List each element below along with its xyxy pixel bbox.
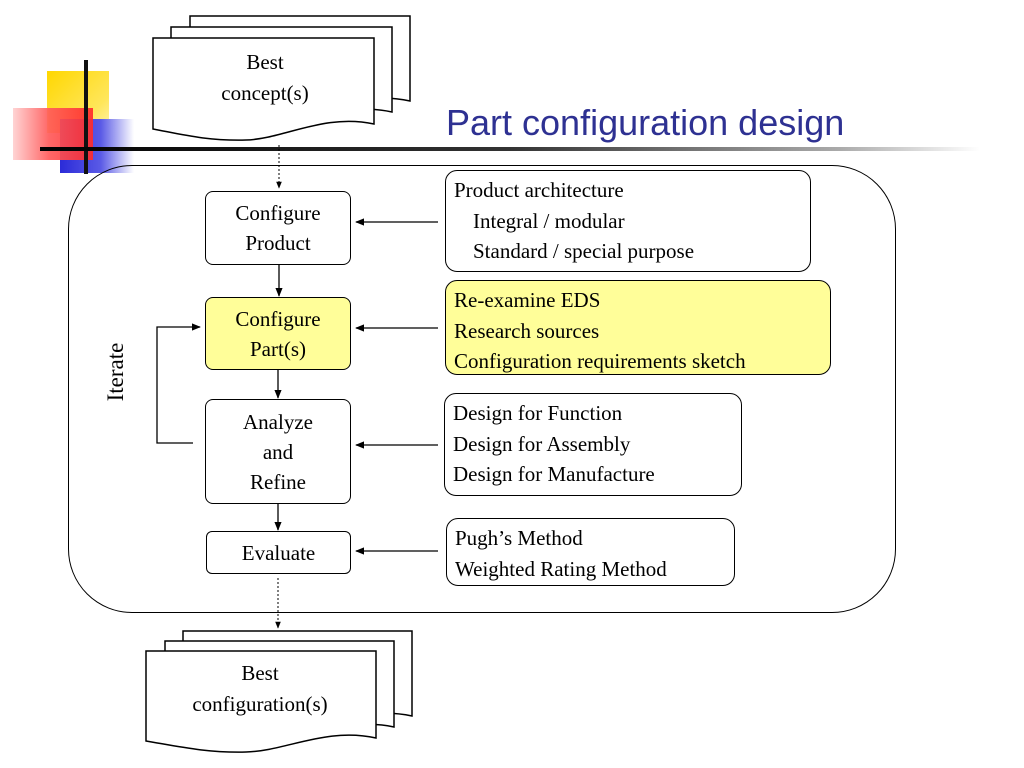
step-evaluate-line-1: Evaluate <box>241 540 316 565</box>
step-analyze-refine: Analyze and Refine <box>205 399 351 504</box>
info-3-line-1: Design for Function <box>453 401 623 425</box>
info-3-line-2: Design for Assembly <box>453 431 631 456</box>
decorative-vertical-line <box>84 60 88 174</box>
title-underline <box>40 147 980 151</box>
info-2-line-3: Configuration requirements sketch <box>454 349 746 373</box>
step-configure-product-line-1: Configure <box>235 201 321 225</box>
step-configure-product-line-2: Product <box>245 231 311 255</box>
step-configure-parts: Configure Part(s) <box>205 297 351 370</box>
step-analyze-refine-line-1: Analyze <box>243 409 313 434</box>
top-document-label: Best concept(s) <box>170 47 360 109</box>
step-analyze-refine-line-3: Refine <box>250 469 306 494</box>
info-2-line-1: Re-examine EDS <box>454 288 601 312</box>
info-box-evaluation-methods: Pugh’s Method Weighted Rating Method <box>446 518 735 586</box>
step-configure-parts-line-1: Configure <box>235 306 321 331</box>
step-analyze-refine-line-2: and <box>262 439 294 464</box>
info-box-design-for: Design for Function Design for Assembly … <box>444 393 742 496</box>
bottom-document-line-2: configuration(s) <box>192 692 328 716</box>
info-1-line-3: Standard / special purpose <box>473 239 695 263</box>
step-configure-product: Configure Product <box>205 191 351 265</box>
iterate-label: Iterate <box>103 342 128 402</box>
info-4-line-1: Pugh’s Method <box>455 526 583 550</box>
info-1-line-1: Product architecture <box>454 178 624 202</box>
info-2-line-2: Research sources <box>454 318 600 343</box>
info-4-line-2: Weighted Rating Method <box>455 556 667 581</box>
step-configure-parts-line-2: Part(s) <box>250 336 306 361</box>
bottom-document-line-1: Best <box>241 661 279 685</box>
iterate-loop-arrow <box>156 323 201 444</box>
step-evaluate: Evaluate <box>206 531 351 574</box>
info-box-product-architecture: Product architecture Integral / modular … <box>445 170 811 272</box>
page-title: Part configuration design <box>446 102 845 143</box>
bottom-document-label: Best configuration(s) <box>160 658 360 720</box>
info-3-line-3: Design for Manufacture <box>453 462 655 486</box>
top-document-line-1: Best <box>246 50 284 74</box>
document-stack-top <box>152 15 411 141</box>
document-stack-bottom <box>145 630 413 753</box>
decorative-red-square <box>13 108 93 160</box>
top-document-line-2: concept(s) <box>221 81 309 105</box>
info-1-line-2: Integral / modular <box>473 208 625 233</box>
info-box-configuration-requirements: Re-examine EDS Research sources Configur… <box>445 280 831 375</box>
process-frame <box>68 165 896 613</box>
